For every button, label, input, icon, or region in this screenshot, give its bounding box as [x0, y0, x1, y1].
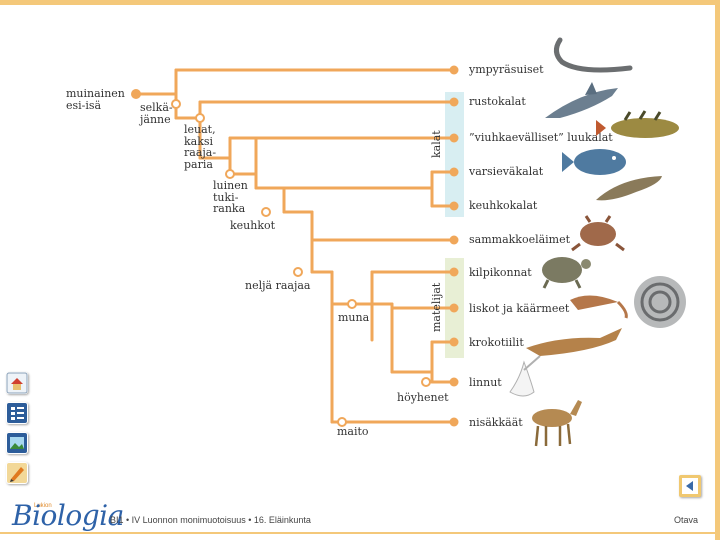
leaf-label-nisakkaat: nisäkkäät [469, 416, 523, 429]
trait-label-four-limbs: neljä raajaa [245, 279, 311, 292]
leaf-dot-1 [449, 65, 459, 75]
trait-label-backbone: selkä- jänne [140, 101, 173, 126]
leaf-dot-5 [449, 201, 459, 211]
leaf-dot-11 [449, 417, 459, 427]
leaf-dot-7 [449, 267, 459, 277]
leaf-dot-4 [449, 167, 459, 177]
trait-marker-feathers [421, 377, 431, 387]
leaf-label-keuhkokalat: keuhkokalat [469, 199, 538, 212]
list-icon[interactable] [6, 402, 28, 424]
right-frame-border [715, 0, 720, 540]
leaf-dot-9 [449, 337, 459, 347]
group-label-reptiles: matelijat [430, 282, 443, 332]
group-label-fish: kalat [430, 130, 443, 158]
home-icon[interactable] [6, 372, 28, 394]
leaf-dot-6 [449, 235, 459, 245]
node-root [131, 89, 141, 99]
trait-label-jaws: leuat, kaksi raaja- paria [184, 123, 217, 171]
trait-marker-bone [225, 169, 235, 179]
leaf-label-liskot: liskot ja käärmeet [469, 302, 570, 315]
trait-marker-limbs [293, 267, 303, 277]
image-icon[interactable] [6, 432, 28, 454]
trait-label-root: muinainen esi-isä [66, 87, 125, 112]
pencil-icon[interactable] [6, 462, 28, 484]
trait-label-feathers: höyhenet [397, 391, 449, 404]
trait-marker-egg [347, 299, 357, 309]
leaf-label-ympyrasuiset: ympyräsuiset [469, 63, 544, 76]
trait-label-egg: muna [338, 311, 370, 324]
leaf-label-rustokalat: rustokalat [469, 95, 526, 108]
trait-marker-backbone [171, 99, 181, 109]
footer-publisher: Otava [674, 515, 699, 525]
trait-label-bony-skeleton: luinen tuki- ranka [213, 179, 248, 215]
leaf-dot-8 [449, 303, 459, 313]
trait-marker-milk [337, 417, 347, 427]
trait-label-milk: maito [337, 425, 369, 438]
brand-small: Lukion [34, 503, 52, 509]
fish-group-band [445, 92, 464, 217]
leaf-label-krokotiilit: krokotiilit [469, 336, 524, 349]
footer-divider [0, 532, 720, 534]
leaf-dot-10 [449, 377, 459, 387]
leaf-label-linnut: linnut [469, 376, 502, 389]
trait-marker-lungs [261, 207, 271, 217]
leaf-label-luukalat: ”viuhkaevälliset” luukalat [469, 131, 613, 144]
trait-marker-jaws [195, 113, 205, 123]
brand-logo: Biologia [12, 499, 124, 532]
leaf-dot-2 [449, 97, 459, 107]
top-frame-border [0, 0, 720, 5]
leaf-label-sammakkoelaimet: sammakkoeläimet [469, 233, 571, 246]
trait-label-lungs: keuhkot [230, 219, 276, 232]
footer-caption: BI1 • IV Luonnon monimuotoisuus • 16. El… [110, 515, 311, 525]
leaf-label-kilpikonnat: kilpikonnat [469, 266, 532, 279]
back-arrow-icon[interactable] [679, 475, 701, 497]
leaf-dot-3 [449, 133, 459, 143]
leaf-label-varsievakalat: varsieväkalat [469, 165, 544, 178]
